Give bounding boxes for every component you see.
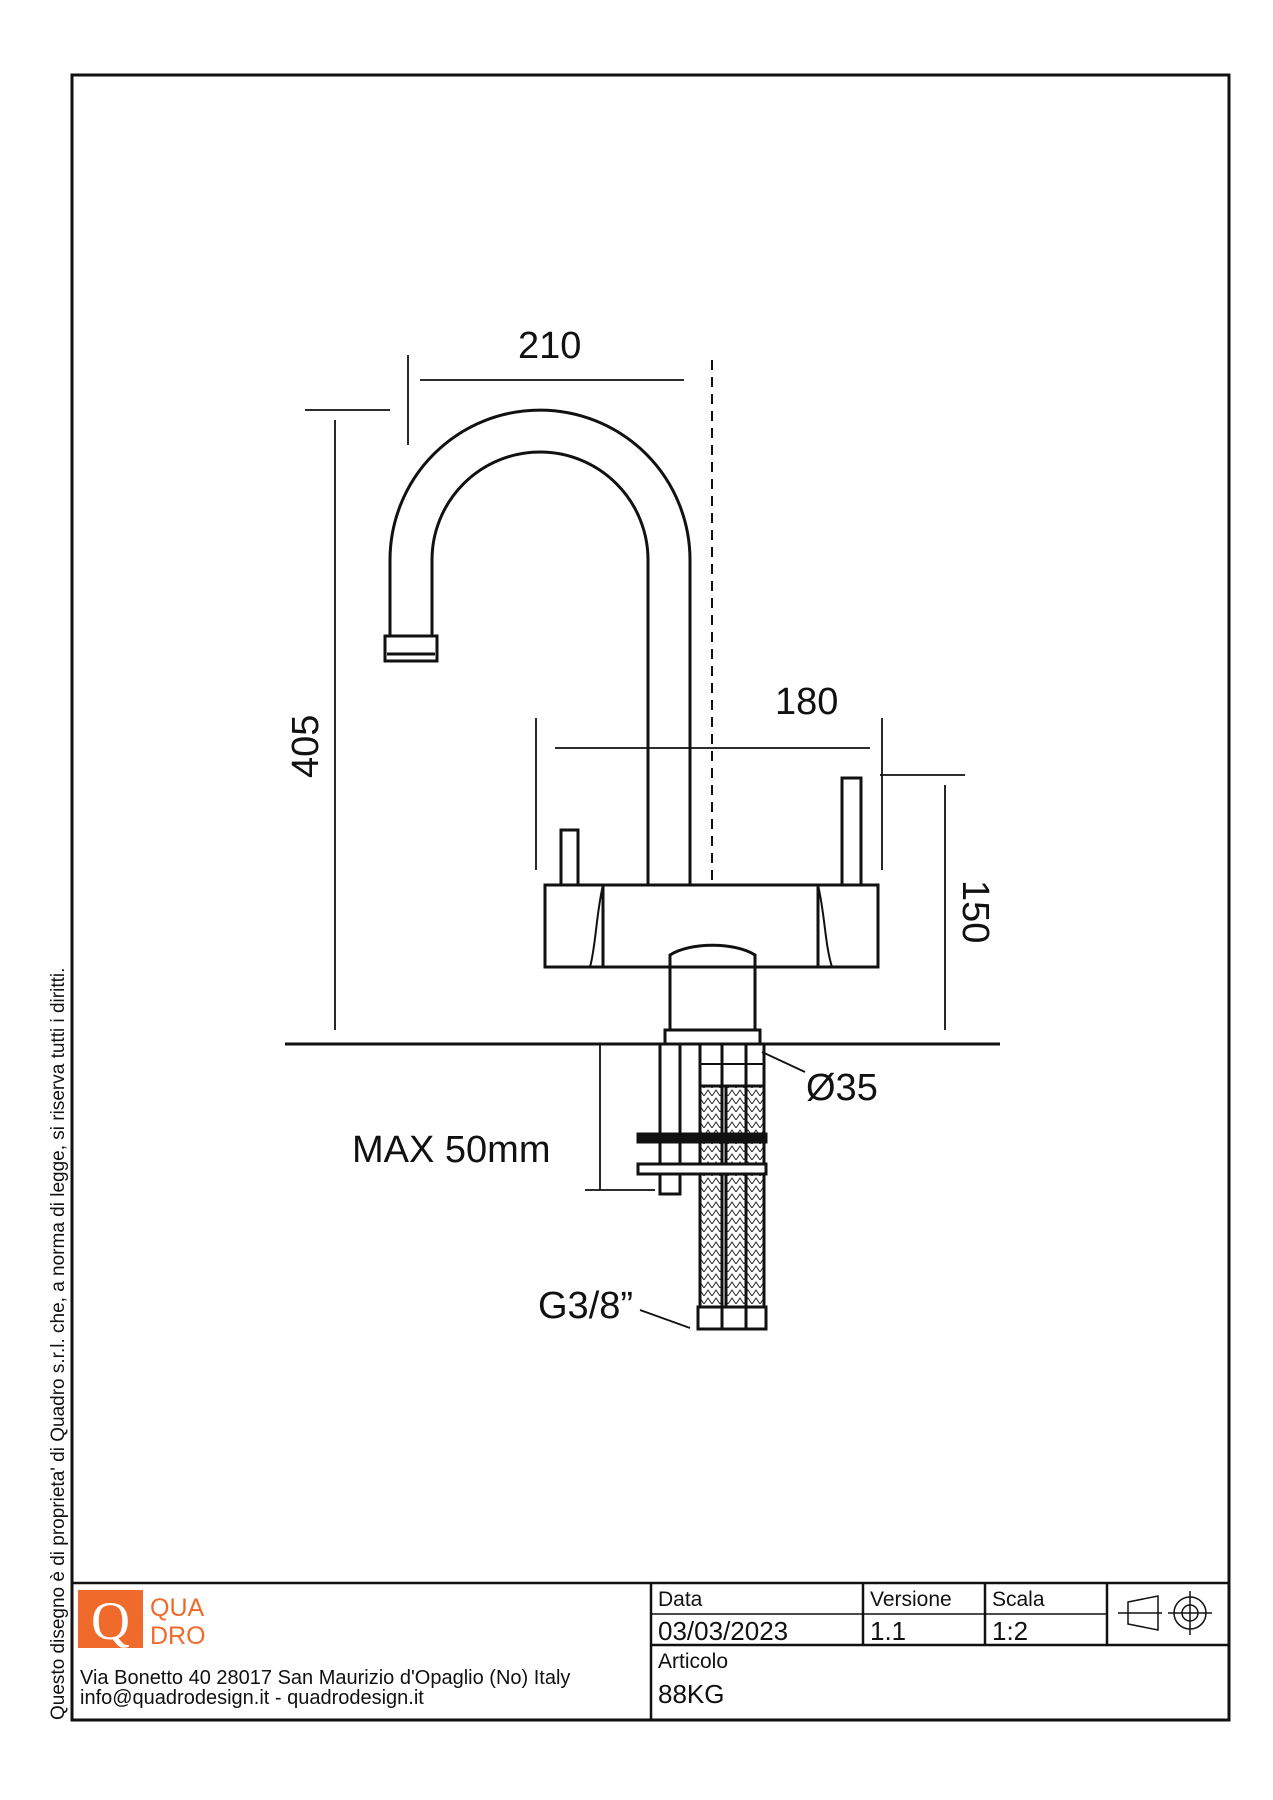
base-stem <box>668 965 757 1039</box>
logo-line2: DRO <box>150 1622 206 1650</box>
hose-fittings <box>696 1305 768 1331</box>
fixing-plate <box>636 1162 768 1176</box>
date-label: Data <box>658 1588 703 1611</box>
left-lever <box>559 828 580 887</box>
article-value: 88KG <box>658 1679 725 1709</box>
dim-hole-diameter: Ø35 <box>806 1067 878 1109</box>
base-collar <box>668 943 757 967</box>
company-contacts: info@quadrodesign.it - quadrodesign.it <box>80 1687 424 1709</box>
faucet-drawing <box>285 360 1000 1331</box>
threaded-rod <box>658 1042 682 1196</box>
logo-square <box>78 1590 143 1648</box>
dim-handle-span: 180 <box>775 681 838 723</box>
spout-outer <box>388 408 692 885</box>
copyright-note: Questo disegno è di proprieta' di Quadro… <box>48 968 69 1720</box>
base-ring <box>663 1028 762 1046</box>
dim-connection: G3/8” <box>538 1285 633 1327</box>
fixing-washer <box>636 1132 768 1144</box>
company-address: Via Bonetto 40 28017 San Maurizio d'Opag… <box>80 1667 570 1689</box>
logo-line1: QUA <box>150 1594 205 1622</box>
dim-spout-reach: 210 <box>518 325 581 367</box>
quadro-logo: Q QUA DRO <box>78 1590 206 1651</box>
version-label: Versione <box>870 1588 952 1611</box>
dim-body-height: 150 <box>954 880 996 943</box>
spout-inner <box>430 450 650 885</box>
date-value: 03/03/2023 <box>658 1616 788 1646</box>
first-angle-projection-icon <box>1118 1591 1212 1635</box>
dim-max-deck: MAX 50mm <box>352 1129 550 1171</box>
scale-label: Scala <box>992 1588 1045 1611</box>
right-lever <box>840 776 863 887</box>
left-handle-block <box>543 883 605 969</box>
title-block <box>72 1581 1229 1720</box>
right-handle-block <box>816 883 880 969</box>
logo-letter: Q <box>91 1591 130 1651</box>
article-label: Articolo <box>658 1650 728 1673</box>
dim-total-height: 405 <box>285 715 327 778</box>
dimension-lines <box>305 355 965 1329</box>
version-value: 1.1 <box>870 1616 906 1646</box>
aerator <box>383 634 439 663</box>
scale-value: 1:2 <box>992 1616 1028 1646</box>
